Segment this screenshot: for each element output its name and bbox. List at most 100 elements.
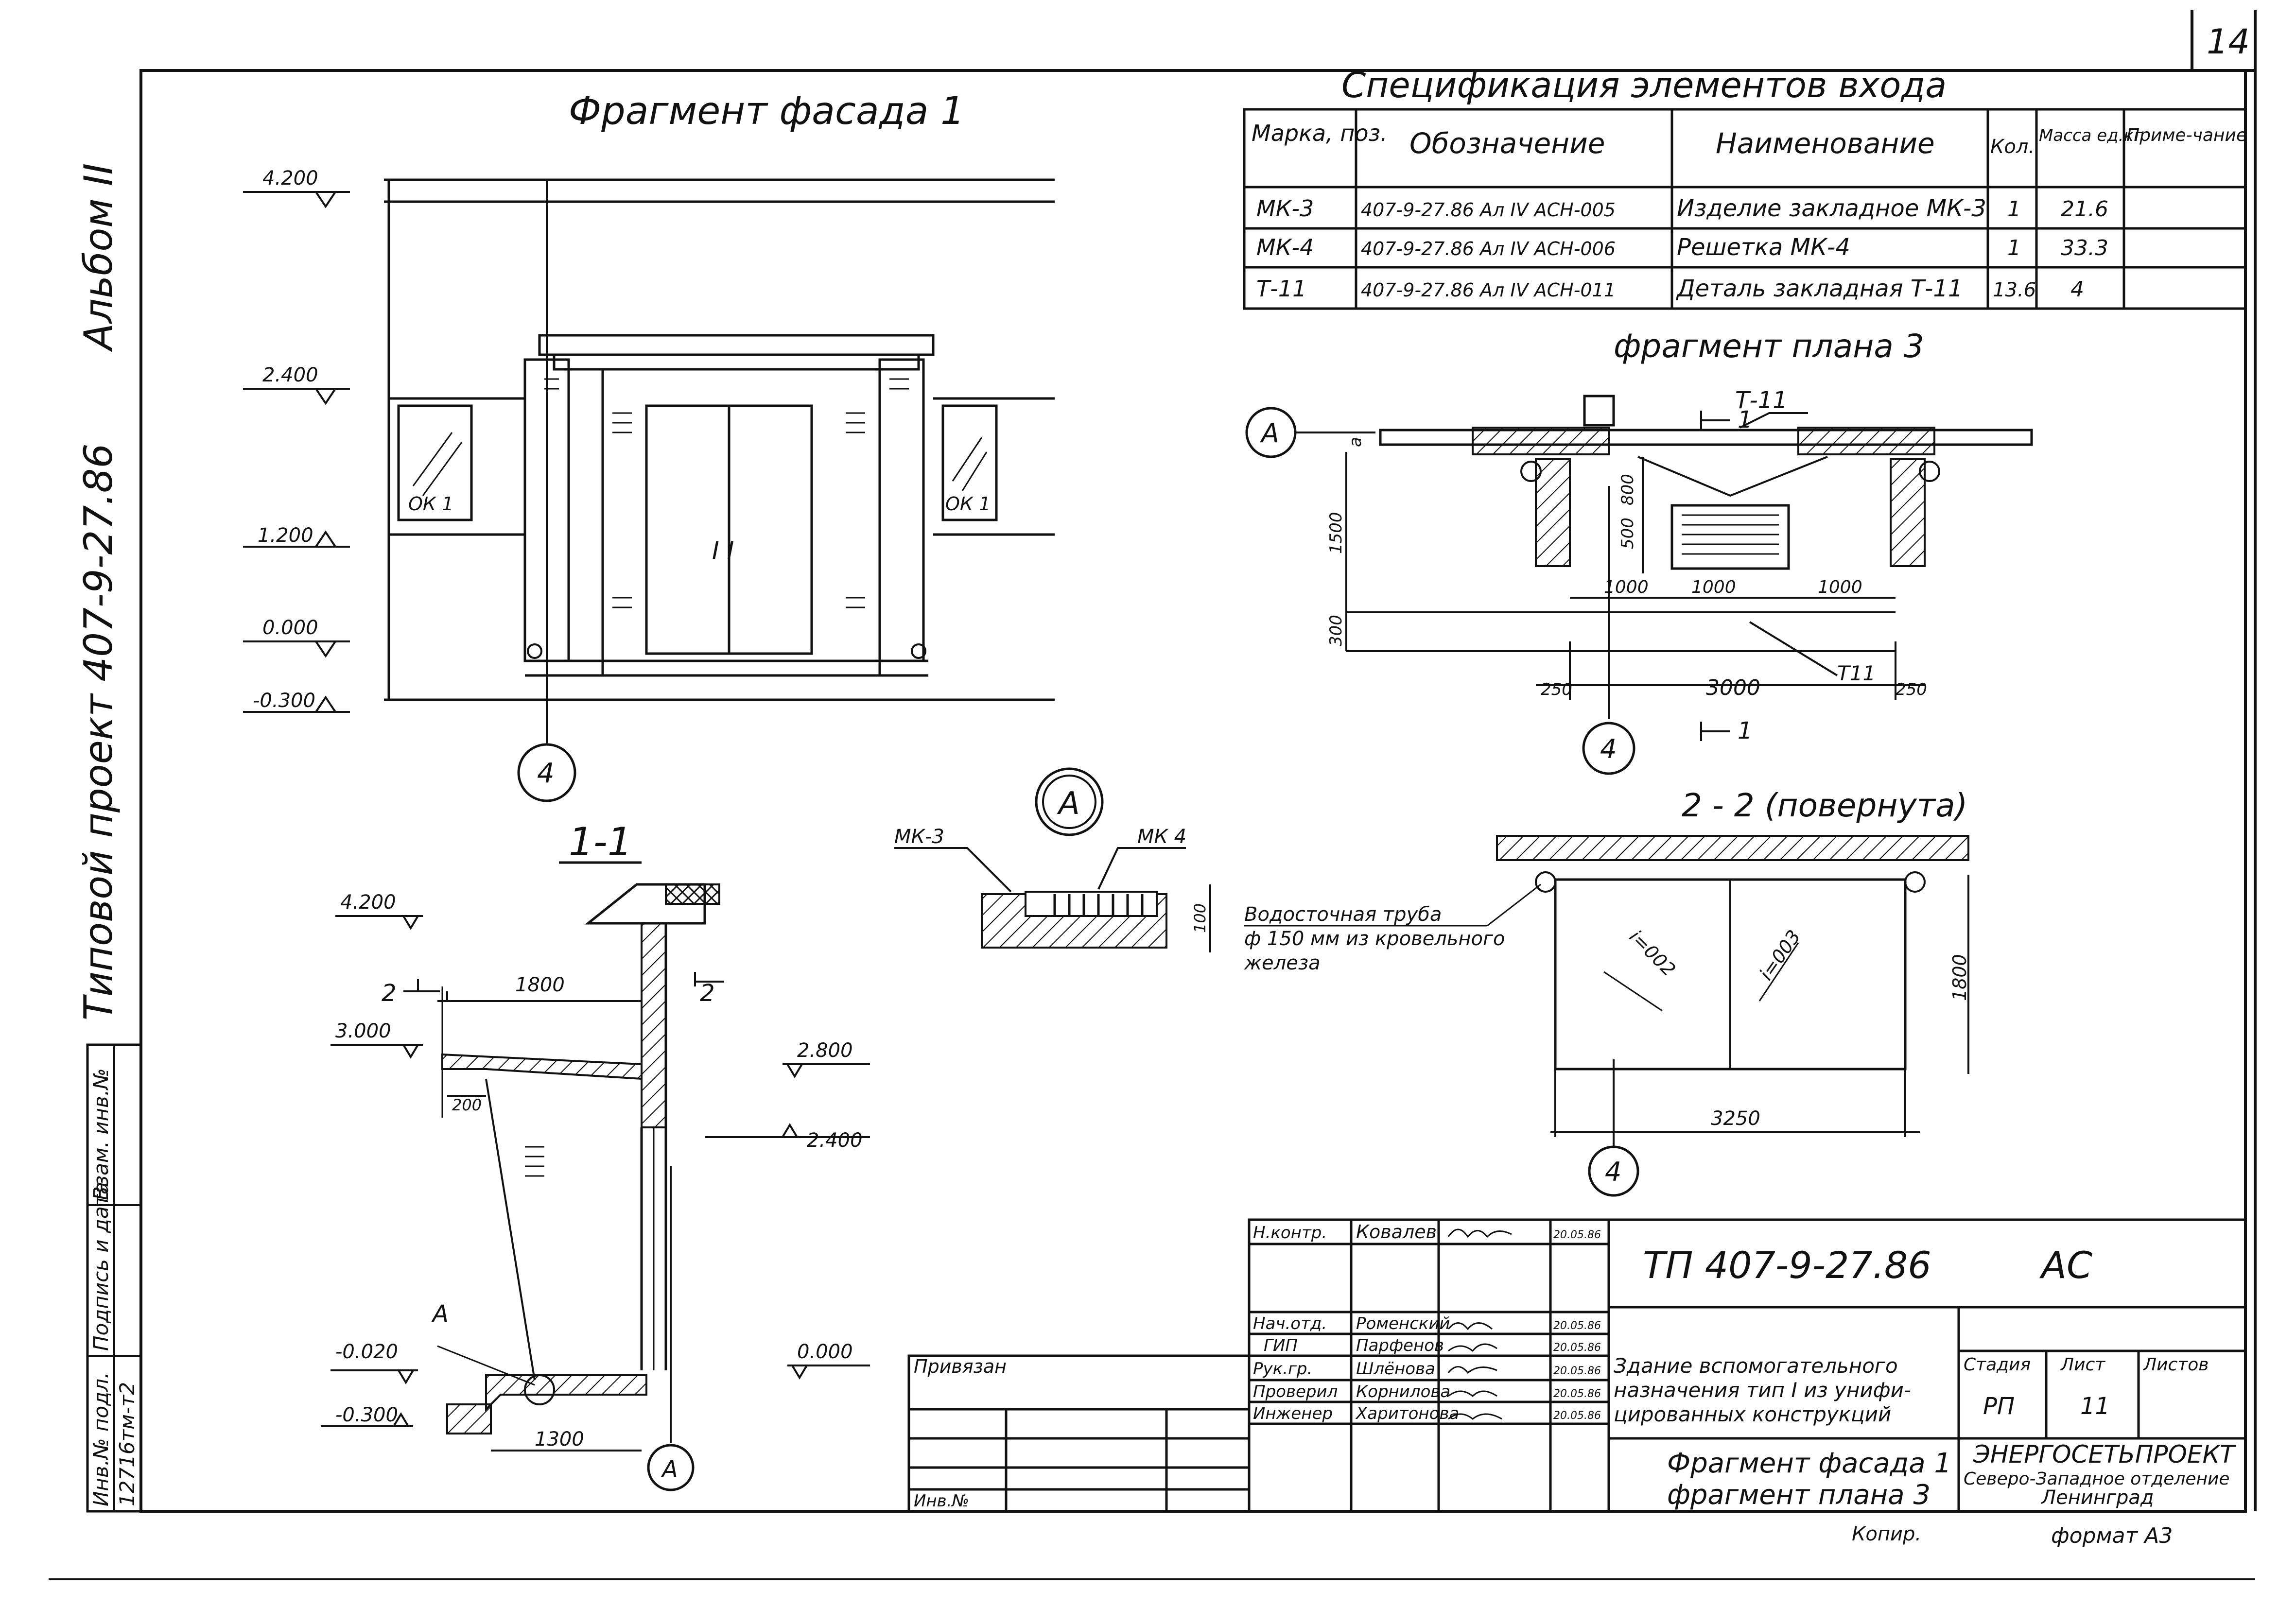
tb-role-1: Н.контр. — [1253, 1223, 1327, 1243]
s11-mark2-left: 2 — [382, 980, 397, 1007]
s11-dim-1800: 1800 — [515, 974, 565, 996]
plan-section-bottom: 1 — [1738, 717, 1753, 744]
tb-role-5: Проверил — [1253, 1382, 1338, 1401]
facade-level-2: 2.400 — [262, 364, 318, 386]
spec-r3-mass: 4 — [2070, 277, 2084, 302]
facade-level-5: -0.300 — [253, 690, 315, 712]
spec-r1-name: Изделие закладное МК-3 — [1677, 195, 1986, 222]
plan-title: фрагмент плана 3 — [1614, 328, 1924, 365]
s11-level-2: 3.000 — [335, 1020, 391, 1042]
pipe-note-2: ф 150 мм из кровельного — [1244, 928, 1505, 950]
tb-sheets-h: Листов — [2142, 1355, 2209, 1375]
tb-date-3: 20.05.86 — [1553, 1342, 1601, 1354]
left-stamp: Взам. инв.№ Подпись и дата Инв.№ подл. 1… — [86, 1043, 142, 1513]
facade-level-1: 4.200 — [262, 167, 318, 190]
plan-a-label: а — [1346, 437, 1365, 447]
node-a-mk4: МК 4 — [1137, 826, 1186, 848]
facade-fragment: Фрагмент фасада 1 4.200 2.400 1.200 0.00… — [243, 89, 1055, 802]
plan-t11-top: Т-11 — [1735, 387, 1788, 414]
slope-2: i=003 — [1755, 926, 1805, 984]
s11-dim-200: 200 — [452, 1096, 482, 1114]
s11-axis-a: А — [661, 1456, 678, 1483]
tb-name-4: Шлёнова — [1356, 1359, 1435, 1379]
spec-h-mark: Марка, поз. — [1252, 120, 1388, 146]
tb-format: формат А3 — [2051, 1523, 2173, 1548]
spec-r3-name: Деталь закладная Т-11 — [1676, 275, 1963, 302]
tb-building-2: назначения тип I из унифи- — [1614, 1378, 1911, 1402]
plan-axis-4-circle — [1582, 722, 1635, 775]
plan-dim-250b: 250 — [1896, 680, 1927, 699]
tb-building-3: цированных конструкций — [1614, 1402, 1891, 1426]
section-2-2: 2 - 2 (повернута) i=002 i=003 1800 3250 … — [1244, 787, 1970, 1197]
s11-level-7: 0.000 — [797, 1341, 853, 1363]
s11-mark2-right: 2 — [700, 980, 715, 1007]
tb-name-3: Парфенов — [1356, 1336, 1444, 1355]
spec-h-note: Приме-чание — [2126, 125, 2247, 145]
s22-axis: 4 — [1605, 1157, 1621, 1187]
plan-dim-3000: 3000 — [1706, 675, 1760, 700]
s11-callout-a: А — [431, 1300, 449, 1328]
tb-org-3: Ленинград — [2040, 1486, 2154, 1509]
plan-t11-bottom: Т11 — [1837, 661, 1876, 685]
signatures — [1447, 1228, 1512, 1420]
door-label: I I — [712, 536, 734, 565]
tb-date-2: 20.05.86 — [1553, 1320, 1601, 1332]
s11-level-1: 4.200 — [340, 891, 396, 914]
spec-r2-code: 407-9-27.86 Ал IV АСН-006 — [1361, 238, 1616, 259]
tb-name-5: Корнилова — [1356, 1382, 1450, 1401]
tb-role-6: Инженер — [1253, 1404, 1333, 1423]
section11-title: 1-1 — [569, 819, 632, 864]
tb-org-2: Северо-Западное отделение — [1964, 1469, 2230, 1489]
spec-r1-mark: МК-3 — [1256, 195, 1314, 222]
spec-r2-mark: МК-4 — [1256, 234, 1314, 260]
node-a-dim: 100 — [1191, 903, 1209, 933]
spec-title: Спецификация элементов входа — [1341, 65, 1947, 105]
tb-date-4: 20.05.86 — [1553, 1365, 1601, 1377]
spec-h-code: Обозначение — [1409, 127, 1605, 160]
plan-dim-250a: 250 — [1541, 680, 1572, 699]
spec-r1-qty: 1 — [2007, 197, 2021, 222]
s11-axis-a-circle — [647, 1444, 695, 1491]
slope-1: i=002 — [1625, 926, 1680, 980]
spec-h-mass: Масса ед.кг — [2039, 126, 2143, 145]
pipe-note-3: железа — [1244, 952, 1321, 974]
window-left-label: ОК 1 — [408, 493, 453, 515]
spec-r2-name: Решетка МК-4 — [1677, 234, 1850, 261]
plan-dim-500: 500 — [1618, 518, 1637, 549]
plan-dim-800: 800 — [1618, 474, 1637, 505]
tb-inv: Инв.№ — [914, 1491, 969, 1511]
plan-fragment: фрагмент плана 3 А — [1245, 328, 2033, 775]
tb-date-1: 20.05.86 — [1553, 1229, 1601, 1241]
facade-level-4: 0.000 — [262, 617, 318, 639]
s11-level-3: -0.020 — [335, 1341, 398, 1363]
tb-role-4: Рук.гр. — [1253, 1359, 1312, 1379]
facade-level-3: 1.200 — [258, 524, 313, 547]
tb-name-1: Ковалев — [1356, 1221, 1437, 1243]
section22-title: 2 - 2 (повернута) — [1682, 787, 1967, 824]
node-a-mk3: МК-3 — [894, 826, 944, 848]
tb-name-6: Харитонова — [1355, 1404, 1459, 1423]
spec-r3-qty: 13.6 — [1993, 279, 2036, 301]
tb-mark: АС — [2039, 1244, 2092, 1287]
sheet-number: 14 — [2207, 22, 2250, 62]
spec-r1-mass: 21.6 — [2061, 197, 2108, 222]
tb-name-2: Роменский — [1356, 1314, 1450, 1333]
s11-level-4: -0.300 — [335, 1404, 398, 1426]
tb-linked: Привязан — [914, 1356, 1007, 1377]
plan-dim-300: 300 — [1326, 615, 1346, 646]
tb-drawing-2: фрагмент плана 3 — [1667, 1479, 1931, 1511]
tb-copied: Копир. — [1852, 1523, 1921, 1545]
title-block: Привязан Инв.№ Н.контр. Нач.отд. ГИП Рук… — [907, 1218, 2247, 1548]
s22-axis-circle — [1588, 1145, 1639, 1197]
s22-dim-1800: 1800 — [1949, 954, 1970, 1001]
node-a-title: А — [1057, 786, 1080, 822]
plan-axis-a: А — [1260, 418, 1279, 449]
plan-section-top: 1 — [1738, 406, 1753, 433]
plan-dim-1000c: 1000 — [1818, 577, 1862, 597]
s11-level-5: 2.800 — [797, 1039, 853, 1062]
facade-title: Фрагмент фасада 1 — [569, 89, 965, 133]
plan-dim-1000a: 1000 — [1604, 577, 1649, 597]
stamp-inv-podl: Инв.№ подл. — [89, 1372, 113, 1506]
spec-r2-mass: 33.3 — [2061, 236, 2108, 260]
